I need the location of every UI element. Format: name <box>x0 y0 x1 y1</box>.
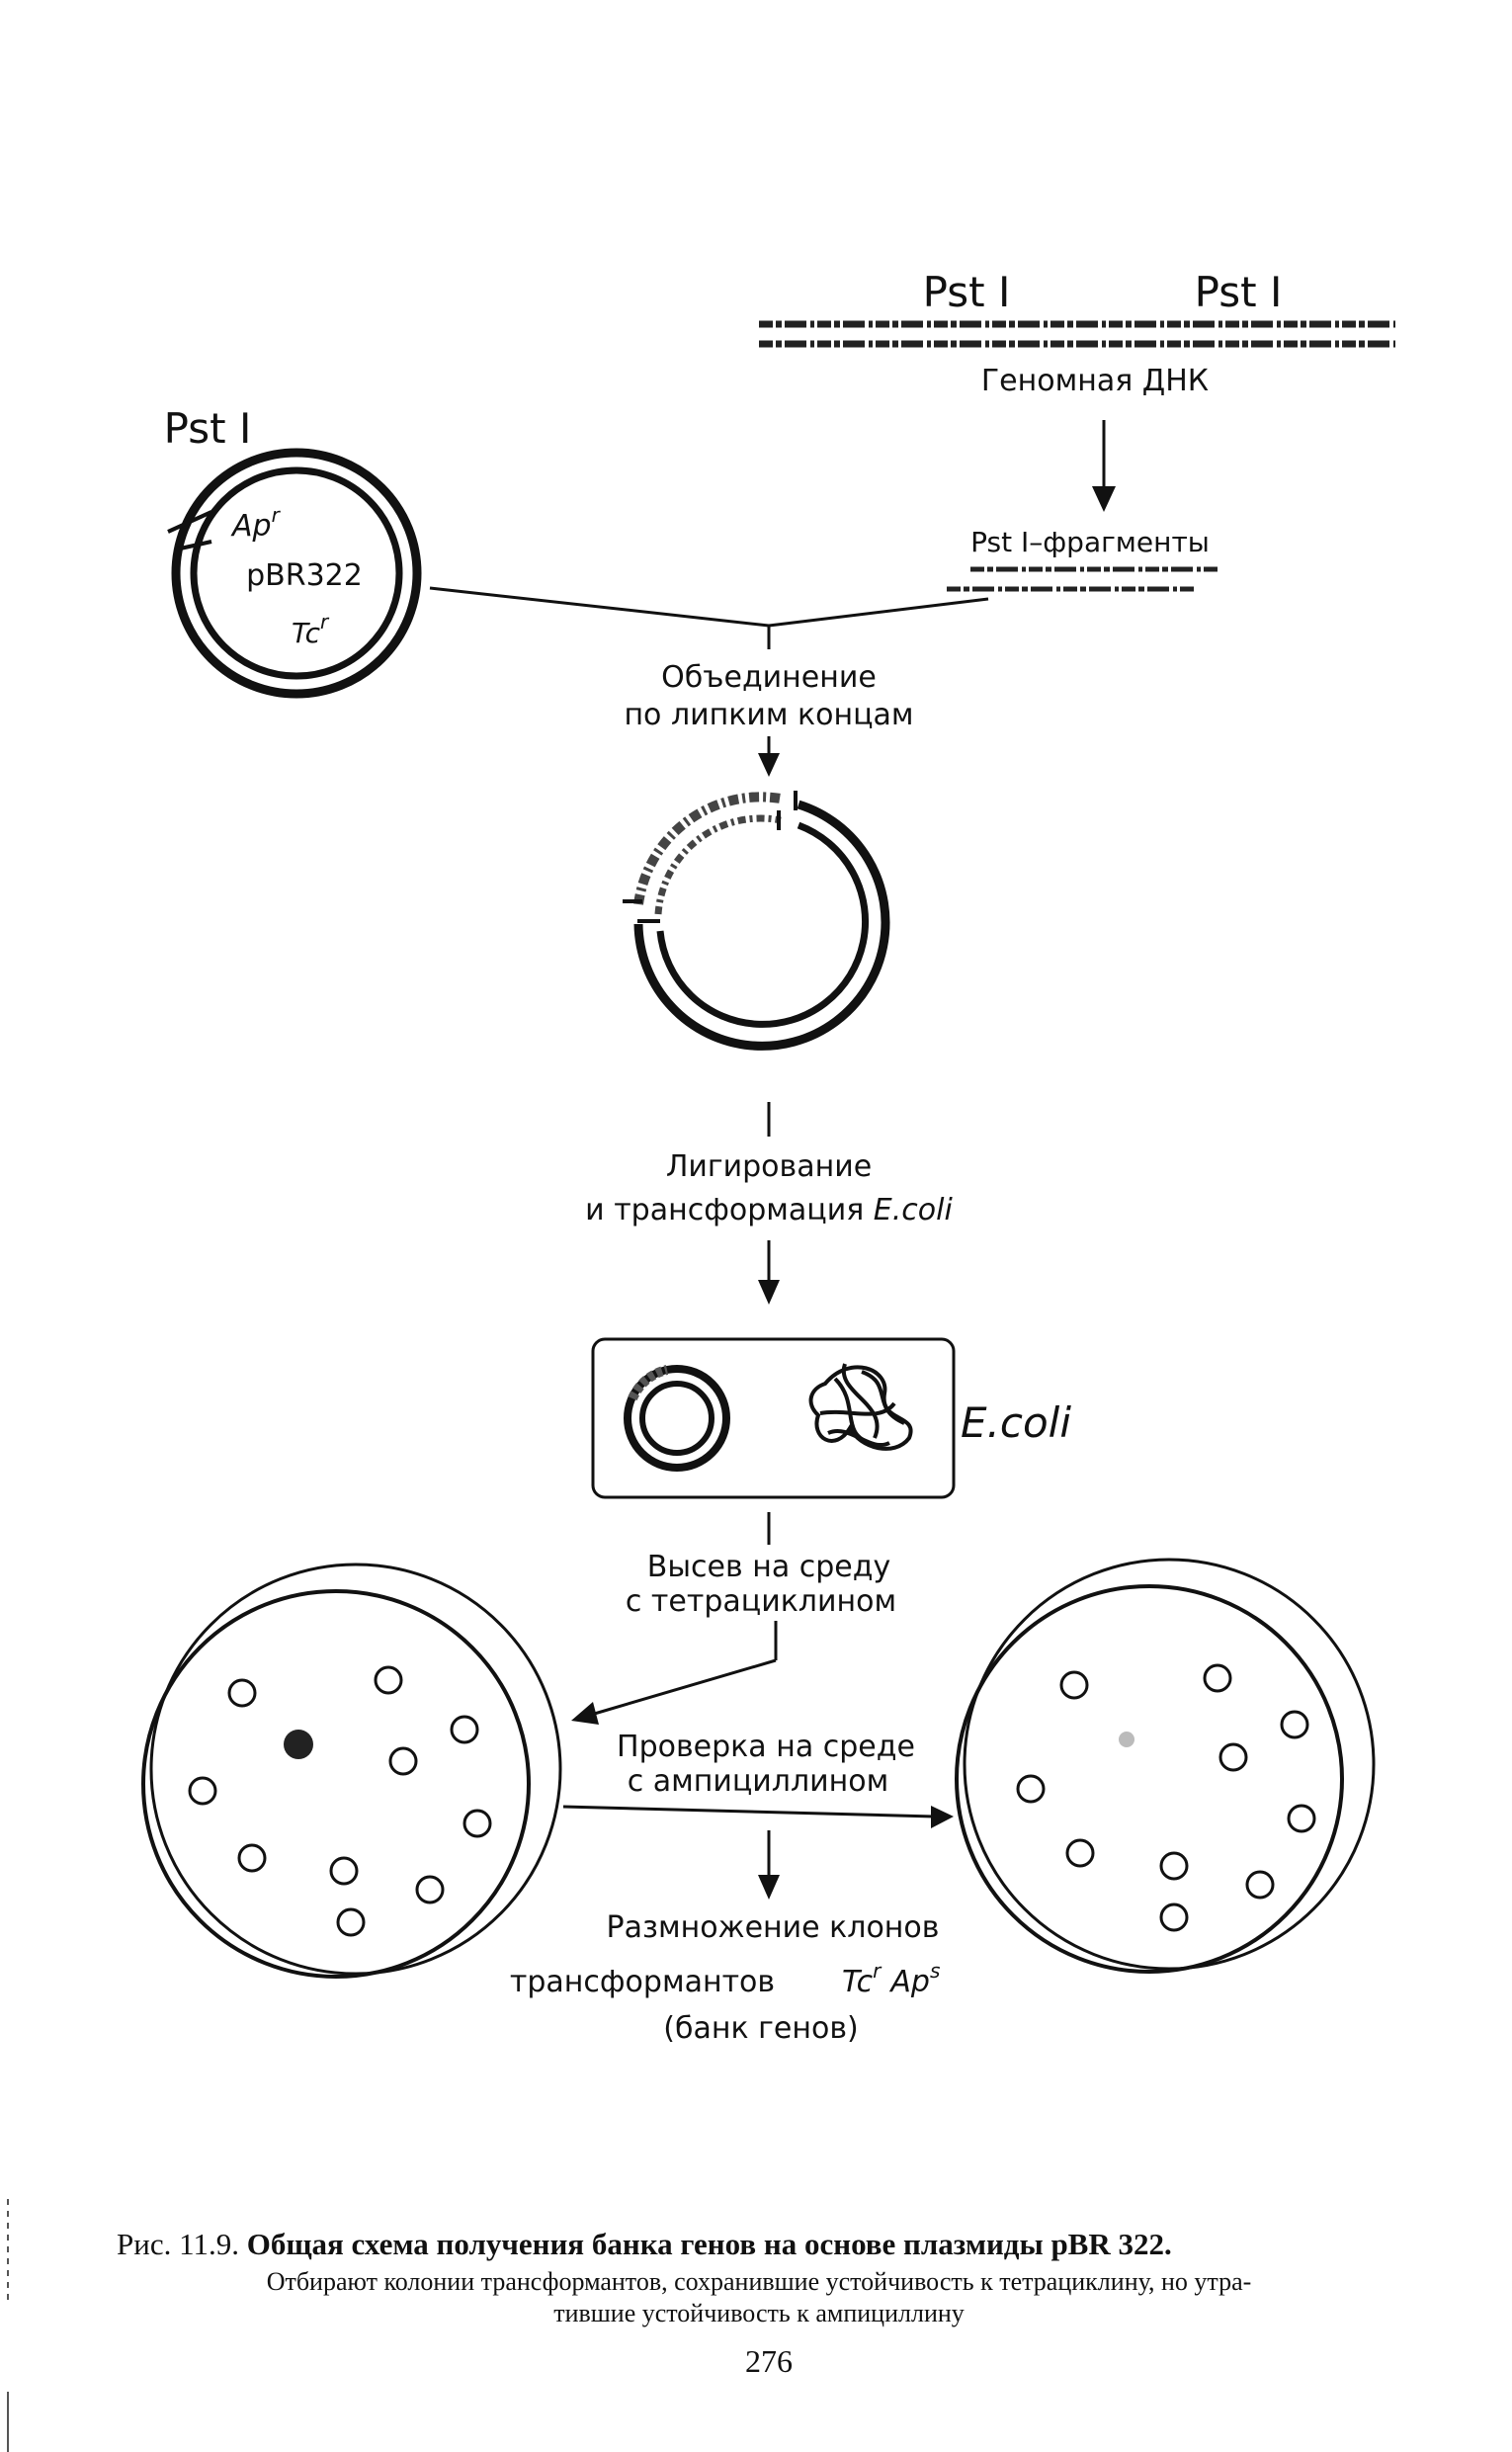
arrow-to-ecoli <box>758 1240 780 1305</box>
tet-sup: r <box>320 610 330 634</box>
plasmid-outer-ring <box>171 448 422 699</box>
check-label-line2: с ампициллином <box>628 1764 889 1799</box>
ligation-label-line2: и трансформация E.coli <box>585 1193 953 1227</box>
clone-ap-sup: s <box>930 1959 940 1983</box>
amp-label: Ap <box>230 509 272 544</box>
plasmid-pbr322: Pst I Apr pBR322 Tcr <box>164 404 422 699</box>
arrow-to-amp-plate <box>562 1805 954 1828</box>
plasmid-inner-ring <box>190 466 403 680</box>
recombinant-outer-arc <box>633 800 890 1051</box>
tetracycline-plate <box>141 1563 562 1979</box>
cell-plasmid-inner <box>639 1381 714 1456</box>
ecoli-cell-outline <box>591 1337 956 1499</box>
cell-plasmid-insert <box>628 1365 669 1401</box>
ligation-label-ecoli: E.coli <box>874 1193 954 1227</box>
clone-label-line1: Размножение клонов <box>607 1910 940 1945</box>
page-number: 276 <box>745 2343 793 2379</box>
pst1-site-label-1: Pst I <box>923 268 1011 316</box>
pst1-site-label-2: Pst I <box>1195 268 1283 316</box>
tet-resistance-label: Tcr <box>292 610 330 649</box>
check-label-line1: Проверка на среде <box>617 1730 915 1764</box>
plasmid-name-label: pBR322 <box>246 558 363 593</box>
missing-colony-trace <box>1119 1732 1134 1747</box>
genomic-dna: Pst I Pst I Геномная ДНК <box>759 268 1395 398</box>
clone-tc-sup: r <box>873 1959 882 1983</box>
clone-ap: Ap <box>888 1965 930 1999</box>
amp-resistance-label: Apr <box>230 503 282 544</box>
fragments-label: Pst I–фрагменты <box>970 526 1210 558</box>
bacterial-chromosome <box>808 1363 913 1451</box>
amp-plate-colonies <box>1016 1663 1316 1932</box>
arrow-to-gene-bank <box>758 1830 780 1900</box>
amp-sup: r <box>272 503 282 527</box>
pst1-cut-mark-outer <box>167 510 212 534</box>
caption-line1: Рис. 11.9. Общая схема получения банка г… <box>117 2227 1172 2261</box>
inserted-fragment-inner <box>654 814 782 915</box>
caption-title: Общая схема получения банка генов на осн… <box>247 2227 1172 2261</box>
amp-sensitive-colony <box>284 1730 313 1759</box>
caption-fig-number: Рис. 11.9. <box>117 2227 239 2261</box>
arrow-to-tet-plate <box>571 1621 778 1725</box>
ecoli-label: E.coli <box>961 1398 1071 1447</box>
tet-label: Tc <box>292 617 321 649</box>
join-label-line1: Объединение <box>661 660 877 695</box>
ligation-label-text: и трансформация <box>585 1193 864 1227</box>
amp-plate-dish <box>955 1584 1344 1974</box>
ligation-label-line1: Лигирование <box>666 1149 872 1184</box>
arrow-to-fragments <box>1092 420 1116 512</box>
amp-plate-lid <box>963 1558 1376 1971</box>
genomic-dna-label: Геномная ДНК <box>981 364 1209 398</box>
ampicillin-plate <box>955 1558 1376 1974</box>
clone-tc: Tc <box>842 1965 874 1999</box>
plating-label-line1: Высев на среду <box>647 1550 890 1584</box>
caption-line3: тившие устойчивость к ампициллину <box>553 2299 965 2327</box>
inserted-fragment-outer <box>633 792 782 905</box>
plating-label-line2: с тетрациклином <box>626 1584 896 1619</box>
clone-label-line3: (банк генов) <box>663 2011 858 2046</box>
pst1-fragments: Pst I–фрагменты <box>947 526 1220 592</box>
join-label-line2: по липким концам <box>624 698 913 732</box>
recombinant-inner-arc <box>656 821 870 1028</box>
caption-line2: Отбирают колонии трансформантов, сохрани… <box>267 2267 1252 2296</box>
tet-plate-lid <box>149 1563 562 1976</box>
merge-lines <box>429 586 989 649</box>
ecoli-cell: E.coli <box>591 1337 1071 1499</box>
tet-plate-dish <box>141 1589 531 1979</box>
arrow-to-recombinant <box>758 736 780 777</box>
recombinant-plasmid <box>623 791 890 1051</box>
clone-label-line2: трансформантов <box>510 1965 775 1999</box>
cell-plasmid-outer <box>624 1365 730 1472</box>
pst1-cut-mark-inner <box>175 540 212 551</box>
plasmid-pst1-label: Pst I <box>164 404 252 453</box>
figure-caption: Рис. 11.9. Общая схема получения банка г… <box>117 2227 1251 2327</box>
tet-plate-colonies <box>188 1665 492 1937</box>
